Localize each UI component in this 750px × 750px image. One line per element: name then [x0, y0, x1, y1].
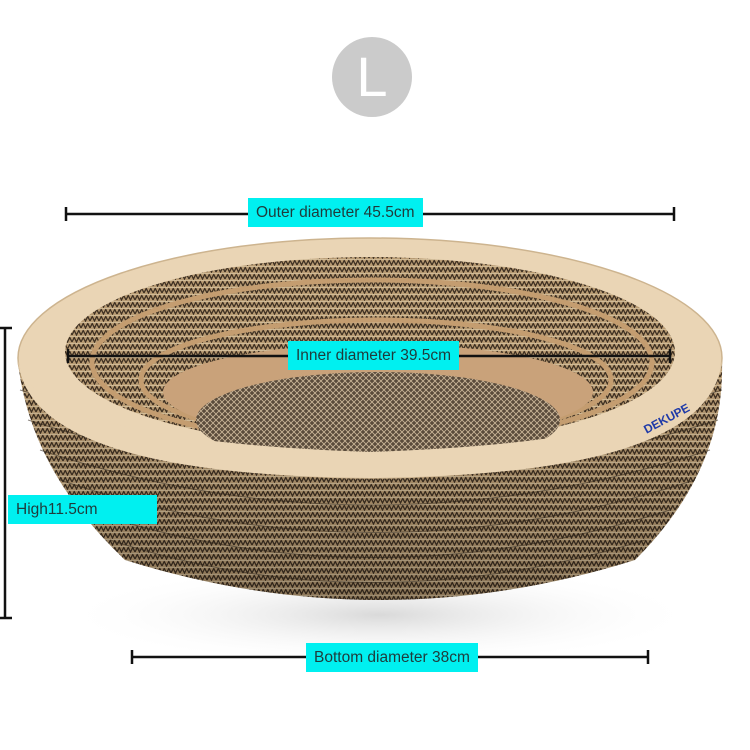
- scratch-pad: [196, 372, 560, 468]
- size-badge: L: [332, 37, 412, 117]
- size-letter: L: [356, 45, 388, 108]
- inner-diameter-label: Inner diameter 39.5cm: [288, 341, 460, 370]
- floor-shadow: [60, 565, 700, 665]
- outer-diameter-label: Outer diameter 45.5cm: [248, 198, 423, 227]
- height-label: High11.5cm: [8, 495, 157, 524]
- bottom-diameter-label: Bottom diameter 38cm: [306, 643, 478, 672]
